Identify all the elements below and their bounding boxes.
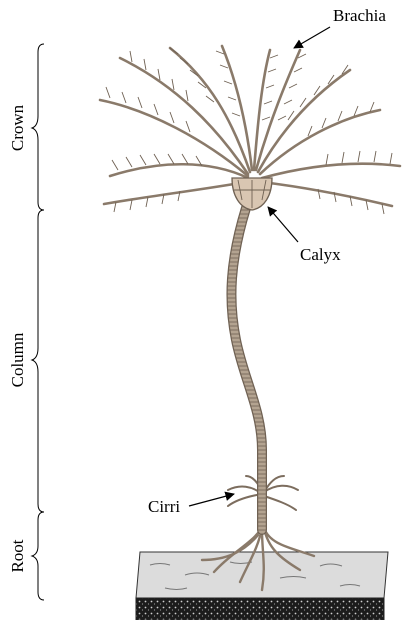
calyx-arrow [268,207,298,242]
root-brace [32,512,44,600]
column-brace [32,210,44,512]
cirri-label: Cirri [148,497,180,516]
root-label: Root [8,539,27,572]
cirri-arrow [189,494,234,506]
crown-label: Crown [8,104,27,151]
calyx-cup [232,178,272,210]
crown-brace [32,44,44,210]
calyx-label: Calyx [300,245,341,264]
brachia-label: Brachia [333,6,386,25]
brachia-arrow [294,27,330,48]
column-label: Column [8,332,27,387]
